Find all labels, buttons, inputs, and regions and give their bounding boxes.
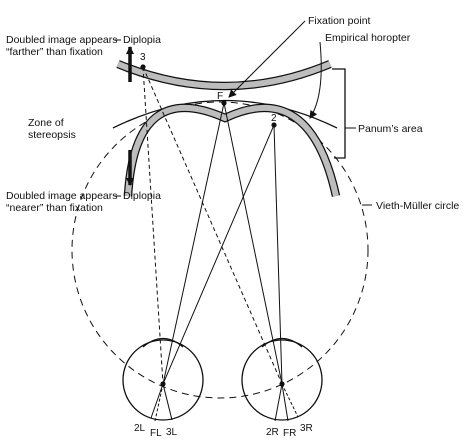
farther-diplopia-label: Diplopia [123,34,161,46]
line-2-to-left-eye [162,124,275,385]
panums-area-label: Panum’s area [358,123,423,135]
retina-fr-label: FR [283,428,296,439]
panums-area-near-band [123,103,341,197]
point-3-dot [140,64,146,70]
left-eye [122,337,204,421]
point-2-dot [271,122,277,128]
empirical-horopter-label: Empirical horopter [325,32,411,44]
retina-3l-label: 3L [166,427,178,438]
line-f-to-right-eye [223,102,283,385]
vieth-muller-label: Vieth-Müller circle [376,200,459,212]
line-3-to-right-eye [142,66,283,385]
point-3-label: 3 [140,52,146,63]
line-2-to-right-eye [273,124,283,385]
farther-label: Doubled image appears [6,34,118,46]
line-f-to-left-eye [162,102,225,385]
farther-label-2: “farther” than fixation [6,46,103,58]
nearer-diplopia-label: Diplopia [123,190,161,202]
point-2-label: 2 [271,113,277,124]
vieth-muller-circle [71,101,369,399]
retina-fl-label: FL [150,428,162,439]
right-eye [241,337,323,421]
retina-2l-label: 2L [134,423,146,434]
fixation-point-dot [221,100,227,106]
retina-3r-label: 3R [300,423,313,434]
nearer-label: Doubled image appears [6,190,118,202]
line-3-to-left-eye [142,66,164,385]
point-f-label: F [217,91,223,102]
panums-area-bracket [332,68,346,159]
nearer-label-2: “nearer” than fixation [6,202,103,214]
zone-of-stereopsis-label-2: stereopsis [28,129,76,141]
fixation-point-label: Fixation point [308,15,371,27]
retina-2r-label: 2R [266,427,279,438]
zone-of-stereopsis-label: Zone of [28,117,64,129]
